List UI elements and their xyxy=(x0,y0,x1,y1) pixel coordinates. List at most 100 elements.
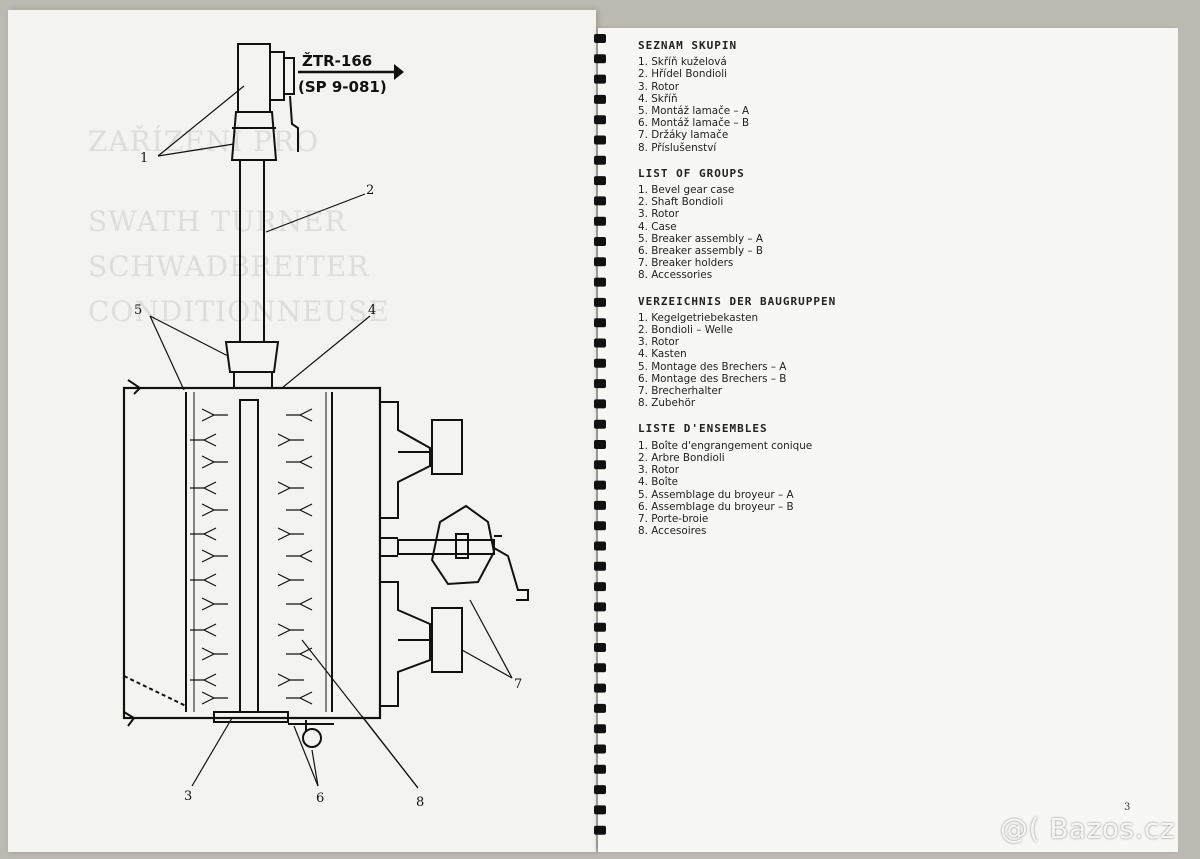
rotor-tine xyxy=(286,549,313,563)
binding-ring xyxy=(594,480,606,490)
sp-code: (SP 9-081) xyxy=(298,78,387,96)
binding-ring xyxy=(594,338,606,348)
rotor-tine xyxy=(286,408,313,422)
binding-ring xyxy=(594,541,606,551)
list-item: 4. Skříň xyxy=(638,92,678,105)
list-item: 8. Accessories xyxy=(638,269,713,282)
bevel-gear-case-lower xyxy=(224,341,280,373)
bleed-through-text: ZAŘÍZENÍ PRO xyxy=(88,125,320,158)
list-item: 5. Assemblage du broyeur – A xyxy=(638,488,794,501)
list-item: 7. Brecherhalter xyxy=(638,385,723,398)
rotor-tine xyxy=(201,503,228,517)
list-item: 4. Case xyxy=(638,220,677,233)
group-english: LIST OF GROUPS 1. Bevel gear case 2. Sha… xyxy=(638,166,938,282)
breaker-bottom xyxy=(431,607,463,673)
binding-ring xyxy=(594,358,606,368)
rotor-tine xyxy=(190,481,217,495)
binding-ring xyxy=(594,643,606,652)
group-german: VERZEICHNIS DER BAUGRUPPEN 1. Kegelgetri… xyxy=(638,295,938,410)
binding-ring xyxy=(594,74,606,84)
list-item: 8. Zubehör xyxy=(638,397,696,410)
rotor-tine xyxy=(277,433,304,447)
list-item: 3. Rotor xyxy=(638,464,680,477)
binding-ring xyxy=(594,825,606,835)
callout-1: 1 xyxy=(140,151,148,166)
rotor-tine xyxy=(201,691,228,705)
binding-ring xyxy=(594,318,606,328)
list-item: 5. Montáž lamače – A xyxy=(638,105,750,118)
binding-ring xyxy=(594,744,606,754)
binding-ring xyxy=(594,724,606,734)
list-item: 1. Skříň kuželová xyxy=(638,56,727,69)
list-item: 2. Shaft Bondioli xyxy=(638,196,724,209)
rotor-tine xyxy=(190,527,217,541)
list-item: 4. Kasten xyxy=(638,348,687,361)
bondioli-shaft xyxy=(239,159,265,343)
callout-5: 5 xyxy=(134,303,142,318)
holder-crank xyxy=(493,547,529,601)
group-title: LISTE D'ENSEMBLES xyxy=(638,422,768,436)
binding-ring xyxy=(594,683,606,693)
rotor-tine xyxy=(277,573,304,587)
gear-case-lever xyxy=(289,95,299,152)
rotor-tine xyxy=(201,408,228,422)
gear-case-side-block xyxy=(269,51,285,101)
rotor-tine xyxy=(201,597,228,611)
binding-ring xyxy=(594,764,606,774)
assembly-diagram: 1 2 3 4 5 6 7 8 ŽTR-166 (SP 9-081) xyxy=(122,43,529,810)
group-title: SEZNAM SKUPIN xyxy=(638,39,738,52)
arrow-right-icon xyxy=(394,64,404,80)
rotor-tine xyxy=(201,455,228,469)
list-item: 6. Assemblage du broyeur – B xyxy=(638,500,794,513)
binding-ring xyxy=(594,785,606,795)
bevel-gear-case-top xyxy=(237,43,271,113)
binding-ring xyxy=(594,521,606,531)
rotor-tine xyxy=(286,455,313,469)
gear-case-side-cap xyxy=(283,57,295,95)
list-item: 7. Držáky lamače xyxy=(638,129,729,142)
binding-ring xyxy=(594,34,606,43)
holder-axle xyxy=(397,539,495,555)
bleed-through-text: CONDITIONNEUSE xyxy=(88,295,390,328)
group-french: LISTE D'ENSEMBLES 1. Boîte d'engrangemen… xyxy=(638,423,938,537)
watermark: @( Bazos.cz xyxy=(1000,812,1176,845)
binding-ring xyxy=(594,297,606,307)
rotor-shaft xyxy=(239,399,259,713)
rotor-tine xyxy=(190,433,217,447)
binding-ring xyxy=(594,399,606,409)
rotor-tine xyxy=(277,481,304,495)
bleed-through-text: SWATH TURNER xyxy=(88,205,347,238)
list-item: 2. Bondioli – Welle xyxy=(638,324,733,337)
callout-4: 4 xyxy=(368,303,376,318)
group-title: LIST OF GROUPS xyxy=(638,166,745,180)
callout-7: 7 xyxy=(514,677,522,692)
rotor-tine xyxy=(190,573,217,587)
rotor-tine xyxy=(201,647,228,661)
callout-3: 3 xyxy=(184,789,192,804)
bleed-through-text: SCHWADBREITER xyxy=(88,250,370,283)
rotor-tine xyxy=(277,527,304,541)
list-item: 4. Boîte xyxy=(638,476,679,489)
breaker-holder-plate xyxy=(430,504,496,586)
main-case xyxy=(122,386,382,720)
list-item: 8. Příslušenství xyxy=(638,141,717,154)
binding-ring xyxy=(594,379,606,389)
bottom-ring xyxy=(302,728,322,748)
ztr-label: ŽTR-166 (SP 9-081) xyxy=(298,51,404,96)
list-item: 7. Porte-broie xyxy=(638,512,709,525)
list-item: 2. Hřídel Bondioli xyxy=(638,68,728,81)
left-page: ZAŘÍZENÍ PRO SWATH TURNER SCHWADBREITER … xyxy=(8,10,596,852)
list-item: 5. Montage des Brechers – A xyxy=(638,360,787,373)
binding-ring xyxy=(594,561,606,571)
rotor-tine xyxy=(190,673,217,687)
callout-6: 6 xyxy=(316,791,324,806)
binding-ring xyxy=(594,257,606,267)
list-item: 6. Breaker assembly – B xyxy=(638,245,764,258)
binding-ring xyxy=(594,216,606,226)
breaker-top xyxy=(431,419,463,475)
binding-ring xyxy=(594,460,606,470)
binding-ring xyxy=(594,622,606,632)
binding-ring xyxy=(594,115,606,125)
callout-2: 2 xyxy=(366,183,374,198)
bevel-gear-case-cone xyxy=(230,111,278,161)
